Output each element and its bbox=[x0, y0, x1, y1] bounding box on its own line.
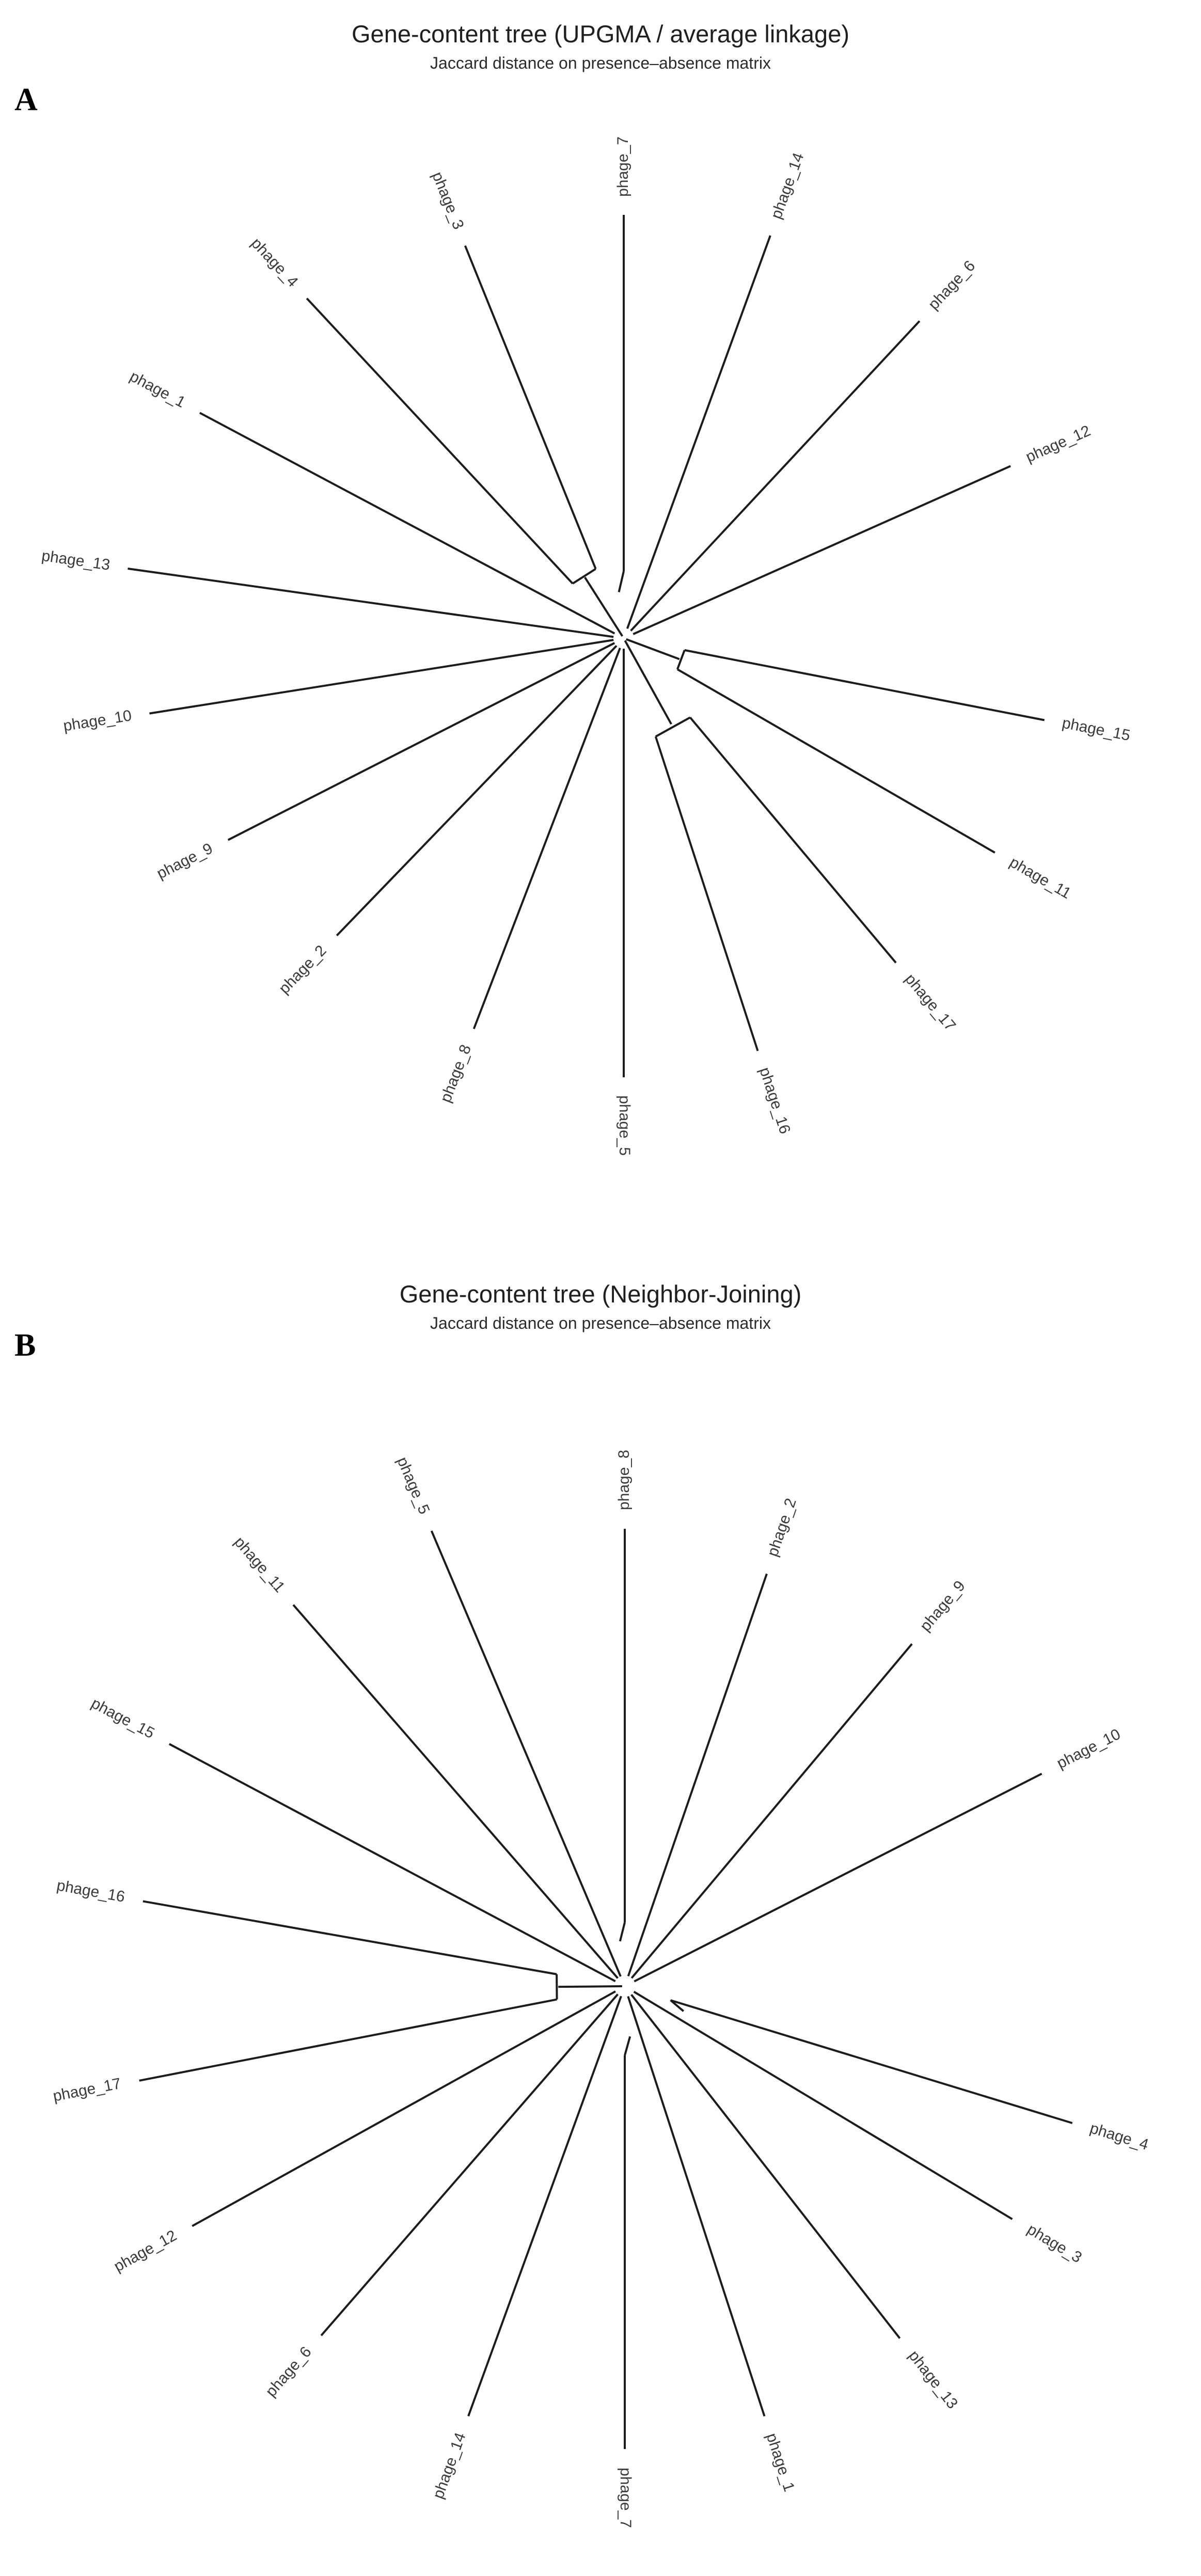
leaf-label-phage_6: phage_6 bbox=[262, 2344, 315, 2400]
panel-a-title: Gene-content tree (UPGMA / average linka… bbox=[352, 20, 849, 48]
leaf-branch-phage_9 bbox=[227, 642, 615, 841]
leaf-label-phage_2: phage_2 bbox=[764, 1496, 800, 1559]
leaf-branch-phage_2 bbox=[336, 645, 618, 936]
internal-branch bbox=[624, 640, 672, 725]
panel-b-letter: B bbox=[14, 1328, 36, 1363]
leaf-label-phage_17: phage_17 bbox=[52, 2075, 122, 2105]
leaf-label-phage_11: phage_11 bbox=[1007, 854, 1074, 902]
leaf-branch-phage_5 bbox=[430, 1530, 622, 1977]
leaf-label-phage_16: phage_16 bbox=[55, 1877, 126, 1906]
leaf-branch-phage_4 bbox=[306, 297, 574, 585]
leaf-branch-phage_3 bbox=[633, 1990, 1013, 2220]
leaf-branch-phage_17 bbox=[139, 1998, 557, 2082]
leaf-branch-phage_10 bbox=[149, 639, 614, 715]
leaf-label-phage_3: phage_3 bbox=[429, 169, 467, 232]
leaf-label-phage_8: phage_8 bbox=[437, 1042, 475, 1105]
leaf-label-phage_6: phage_6 bbox=[925, 257, 979, 313]
leaf-branch-phage_1 bbox=[627, 1996, 766, 2417]
leaf-branch-phage_16 bbox=[654, 736, 759, 1051]
leaf-label-phage_13: phage_13 bbox=[905, 2347, 961, 2412]
leaf-label-phage_5: phage_5 bbox=[616, 1095, 633, 1156]
leaf-branch-phage_12 bbox=[633, 465, 1011, 635]
internal-branch bbox=[584, 576, 624, 637]
panel-a-letter: A bbox=[14, 82, 38, 117]
leaf-label-phage_9: phage_9 bbox=[916, 1578, 968, 1635]
leaf-label-phage_11: phage_11 bbox=[231, 1533, 288, 1596]
internal-branch bbox=[558, 1985, 622, 1988]
leaf-branch-phage_8 bbox=[472, 647, 621, 1029]
tree-panel-b: phage_8phage_2phage_9phage_10phage_4phag… bbox=[52, 1450, 1150, 2528]
leaf-branch-phage_1 bbox=[199, 412, 615, 635]
leaf-branch-phage_14 bbox=[626, 235, 771, 629]
leaf-label-phage_4: phage_4 bbox=[1088, 2119, 1150, 2154]
internal-branch bbox=[670, 1999, 685, 2012]
leaf-label-phage_15: phage_15 bbox=[1061, 714, 1131, 744]
internal-branch bbox=[619, 1922, 626, 1942]
leaf-label-phage_16: phage_16 bbox=[756, 1065, 794, 1136]
leaf-label-phage_12: phage_12 bbox=[111, 2227, 180, 2275]
leaf-label-phage_7: phage_7 bbox=[617, 2468, 634, 2528]
panel-b-subtitle: Jaccard distance on presence–absence mat… bbox=[430, 1314, 771, 1332]
internal-branch bbox=[618, 571, 625, 592]
leaf-branch-phage_14 bbox=[467, 1996, 622, 2417]
leaf-label-phage_10: phage_10 bbox=[62, 707, 133, 734]
leaf-label-phage_7: phage_7 bbox=[614, 136, 631, 197]
leaf-branch-phage_4 bbox=[670, 1999, 1073, 2124]
leaf-label-phage_4: phage_4 bbox=[248, 234, 302, 290]
leaf-branch-phage_13 bbox=[128, 568, 614, 638]
internal-branch bbox=[624, 2036, 631, 2056]
leaf-branch-phage_6 bbox=[320, 1993, 619, 2336]
leaf-label-phage_5: phage_5 bbox=[393, 1454, 433, 1516]
leaf-label-phage_3: phage_3 bbox=[1024, 2221, 1085, 2266]
leaf-branch-phage_17 bbox=[689, 716, 897, 964]
leaf-branch-phage_3 bbox=[464, 245, 597, 570]
leaf-branch-phage_15 bbox=[168, 1743, 616, 1983]
leaf-label-phage_2: phage_2 bbox=[276, 942, 330, 997]
internal-branch bbox=[625, 638, 680, 661]
leaf-label-phage_9: phage_9 bbox=[154, 840, 215, 882]
panel-b-title: Gene-content tree (Neighbor-Joining) bbox=[399, 1280, 802, 1308]
leaf-branch-phage_11 bbox=[676, 668, 995, 854]
leaf-label-phage_17: phage_17 bbox=[902, 970, 959, 1034]
leaf-branch-phage_6 bbox=[630, 320, 921, 632]
leaf-branch-phage_10 bbox=[634, 1772, 1042, 1983]
leaf-label-phage_12: phage_12 bbox=[1023, 422, 1093, 465]
leaf-branch-phage_2 bbox=[627, 1573, 768, 1977]
leaf-branch-phage_15 bbox=[684, 649, 1045, 721]
panel-a-subtitle: Jaccard distance on presence–absence mat… bbox=[430, 54, 771, 72]
leaf-label-phage_10: phage_10 bbox=[1054, 1725, 1124, 1772]
leaf-label-phage_14: phage_14 bbox=[430, 2430, 469, 2501]
leaf-label-phage_15: phage_15 bbox=[88, 1694, 157, 1742]
internal-branch bbox=[676, 650, 686, 670]
leaf-branch-phage_12 bbox=[192, 1990, 616, 2227]
leaf-label-phage_1: phage_1 bbox=[127, 368, 188, 411]
internal-branch bbox=[655, 716, 691, 737]
leaf-label-phage_8: phage_8 bbox=[615, 1450, 633, 1510]
leaf-branch-phage_13 bbox=[630, 1994, 901, 2339]
internal-branch bbox=[572, 568, 596, 585]
leaf-branch-phage_16 bbox=[143, 1900, 557, 1975]
leaf-branch-phage_9 bbox=[630, 1643, 913, 1979]
leaf-branch-phage_11 bbox=[292, 1604, 619, 1979]
leaf-label-phage_13: phage_13 bbox=[41, 547, 112, 574]
leaf-label-phage_14: phage_14 bbox=[768, 151, 808, 222]
leaf-label-phage_1: phage_1 bbox=[763, 2431, 797, 2493]
